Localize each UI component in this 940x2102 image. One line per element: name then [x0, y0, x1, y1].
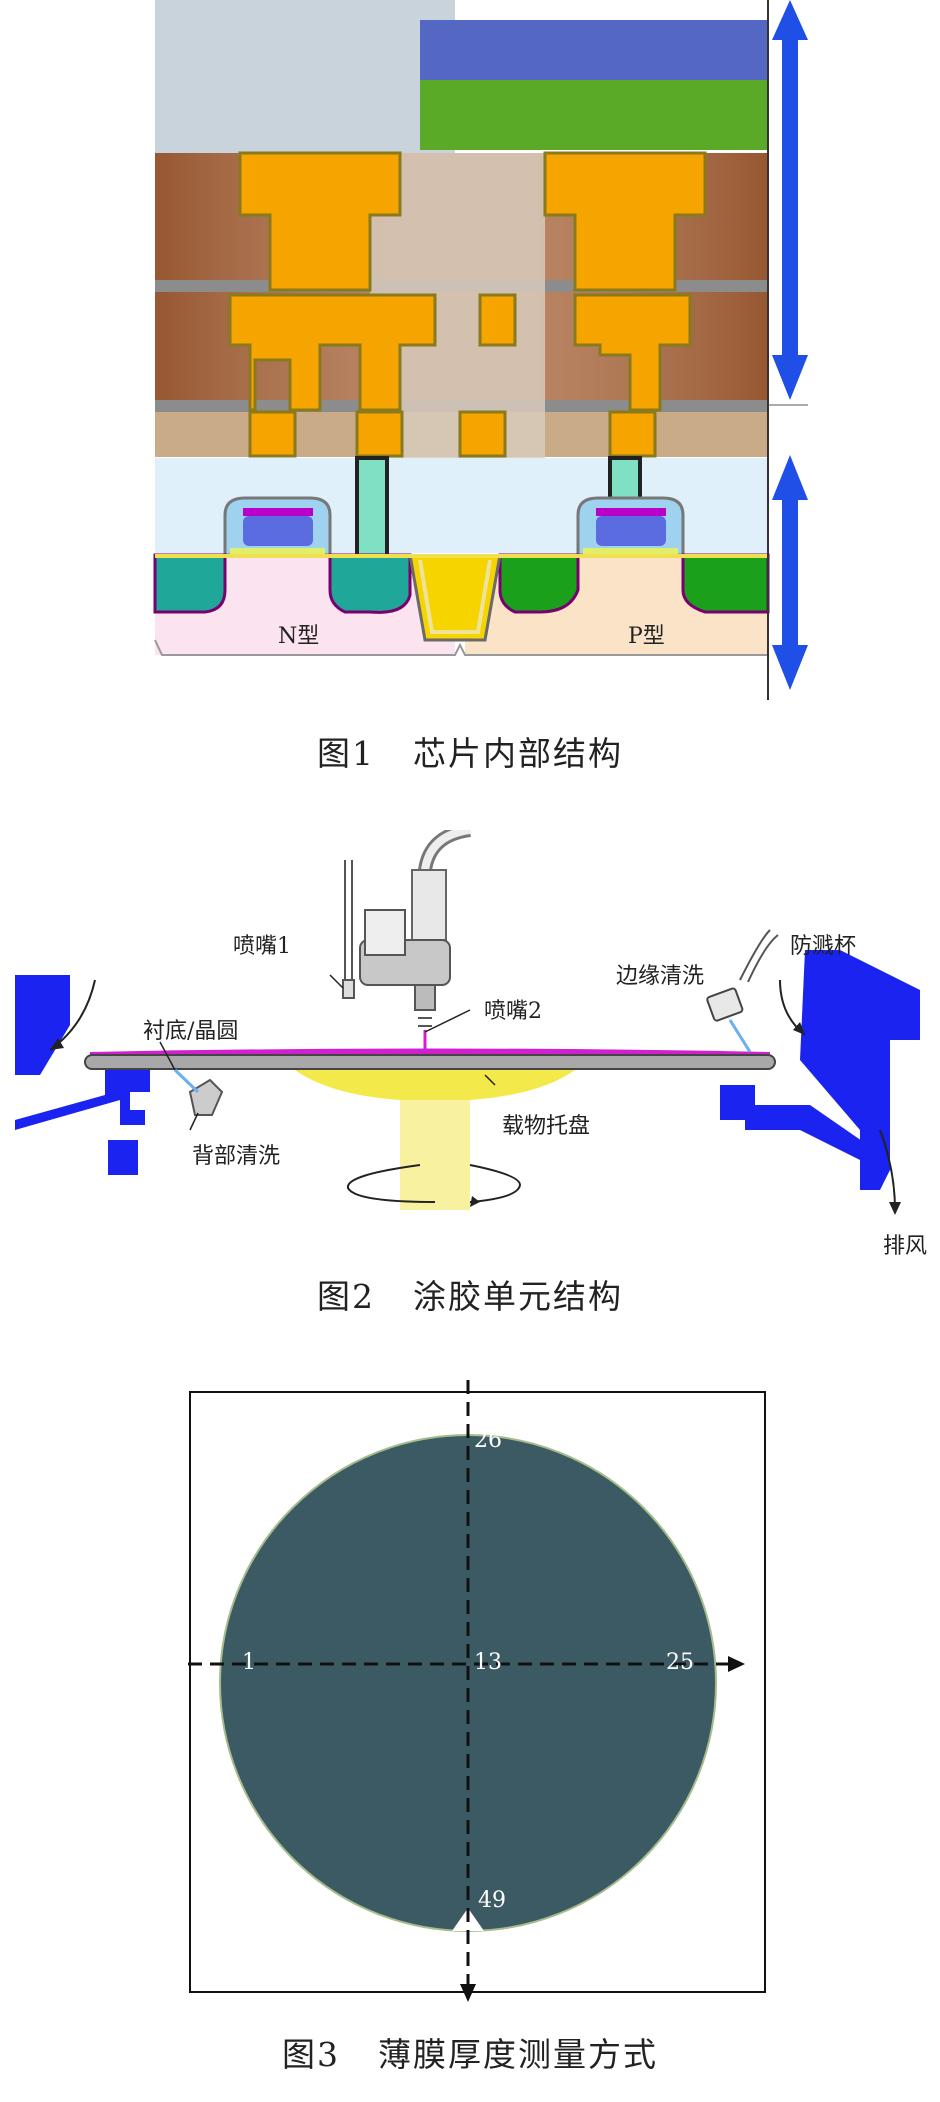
point-label-49: 49	[478, 1888, 506, 1913]
figure-3-caption: 图3 薄膜厚度测量方式	[0, 2028, 940, 2076]
wafer-disc	[219, 1434, 717, 1932]
coater-unit-diagram	[15, 823, 920, 1215]
contact-post-right	[608, 456, 642, 505]
figure-3-caption-text: 薄膜厚度测量方式	[378, 2035, 658, 2074]
label-exhaust: 排风	[883, 1234, 928, 1259]
contact-post-left	[355, 456, 389, 560]
figure-2-coater-unit: 喷嘴1 喷嘴2 衬底/晶圆 背部清洗 载物托盘 边缘清洗 防溅杯 排风	[0, 823, 940, 1270]
nozzle-1	[329, 860, 355, 999]
upper-double-arrow	[772, 0, 808, 400]
figure-1-caption-number: 图1	[317, 734, 375, 773]
splash-cup-right	[720, 950, 920, 1190]
point-label-1: 1	[242, 1650, 256, 1675]
figure-1-chip-structure: N型 P型	[0, 0, 940, 700]
top-blue-layer	[420, 20, 768, 80]
nozzle-2-assembly	[359, 823, 472, 1050]
gate-right	[576, 496, 685, 557]
label-edge-rinse: 边缘清洗	[616, 964, 705, 989]
point-label-25: 25	[666, 1650, 694, 1675]
figure-2-caption-text: 涂胶单元结构	[413, 1277, 623, 1316]
chip-cross-section-diagram	[153, 0, 808, 700]
label-substrate-wafer: 衬底/晶圆	[143, 1019, 239, 1044]
label-nozzle-1: 喷嘴1	[233, 934, 291, 959]
point-label-26: 26	[474, 1428, 502, 1453]
gate-left	[223, 496, 332, 557]
label-n-type: N型	[278, 624, 320, 649]
figure-1-caption-text: 芯片内部结构	[413, 734, 623, 773]
label-back-rinse: 背部清洗	[192, 1144, 281, 1169]
lower-double-arrow	[772, 455, 808, 690]
figure-3-caption-number: 图3	[282, 2035, 340, 2074]
label-p-type: P型	[628, 624, 665, 649]
wafer-substrate	[84, 1054, 776, 1070]
label-splash-cup: 防溅杯	[790, 934, 857, 959]
label-nozzle-2: 喷嘴2	[484, 999, 542, 1024]
gold-interconnects	[228, 151, 707, 458]
figure-2-caption-number: 图2	[317, 1277, 375, 1316]
splash-cup-left	[15, 975, 150, 1175]
figure-1-caption: 图1 芯片内部结构	[0, 727, 940, 775]
figure-3-thickness-measurement: 26 1 13 25 49	[0, 1380, 940, 2020]
wafer-measurement-diagram	[188, 1380, 766, 2002]
point-label-13: 13	[474, 1650, 502, 1675]
isolation-trench	[408, 554, 502, 642]
edge-rinse-nozzle	[706, 929, 779, 1053]
top-green-layer	[420, 80, 768, 150]
back-rinse-nozzle	[173, 1068, 224, 1116]
figure-2-caption: 图2 涂胶单元结构	[0, 1270, 940, 1318]
label-chuck: 载物托盘	[502, 1114, 591, 1139]
